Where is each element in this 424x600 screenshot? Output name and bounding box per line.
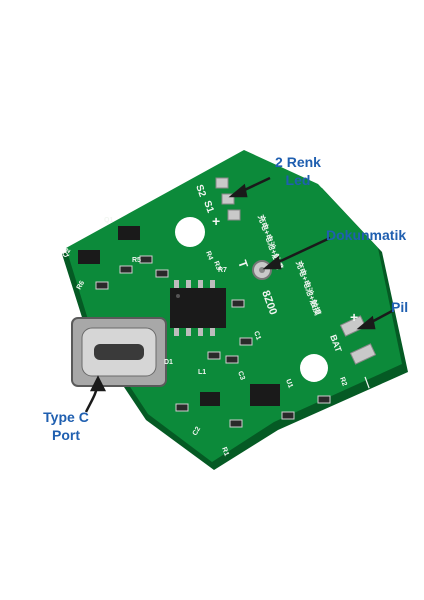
arrow-touch [269,236,331,268]
silk-plus-bottom: + [350,309,358,325]
silk-plus-top: + [212,213,220,229]
silk-s1: S1 [201,199,216,215]
silk-minus: — [359,374,376,390]
silk-u1: U1 [284,378,294,389]
silk-r5: R5 [132,257,141,264]
silk-r1: R1 [220,446,230,457]
silk-r2: R2 [338,376,348,387]
led-pad-1 [215,177,229,189]
silk-q2: Q2 [62,247,73,259]
silk-l1: L1 [198,369,206,376]
callout-touch-label: Dokunmatik [326,227,407,243]
led-pad-2 [221,193,235,205]
callout-battery-label: Pil [391,299,409,315]
transistor-q1 [118,226,140,240]
callout-led-label: 2 Renk Led [275,154,321,188]
silk-c3: C3 [236,370,246,381]
small-ic-u1 [250,384,280,406]
silk-r4: R4 [204,250,214,261]
silk-s2: S2 [193,183,208,199]
transistor-q3 [200,392,220,406]
battery-pad-plus [339,315,367,337]
led-pad-3 [227,209,241,221]
mounting-hole-top [175,217,205,247]
mounting-hole-bottom [300,354,328,382]
battery-pad-minus [349,343,377,365]
transistor-q2 [78,250,100,264]
main-ic [170,288,226,328]
silk-c1: C1 [252,330,262,341]
silk-c2: C2 [192,426,203,437]
silk-r6: R6 [76,280,87,291]
silk-q1: Q1 [104,217,113,224]
silk-d1: D1 [164,359,173,366]
callout-typec-label: Type C Port [43,409,89,443]
silk-r3: R3 [212,260,222,271]
silk-r7: R7 [218,267,227,274]
